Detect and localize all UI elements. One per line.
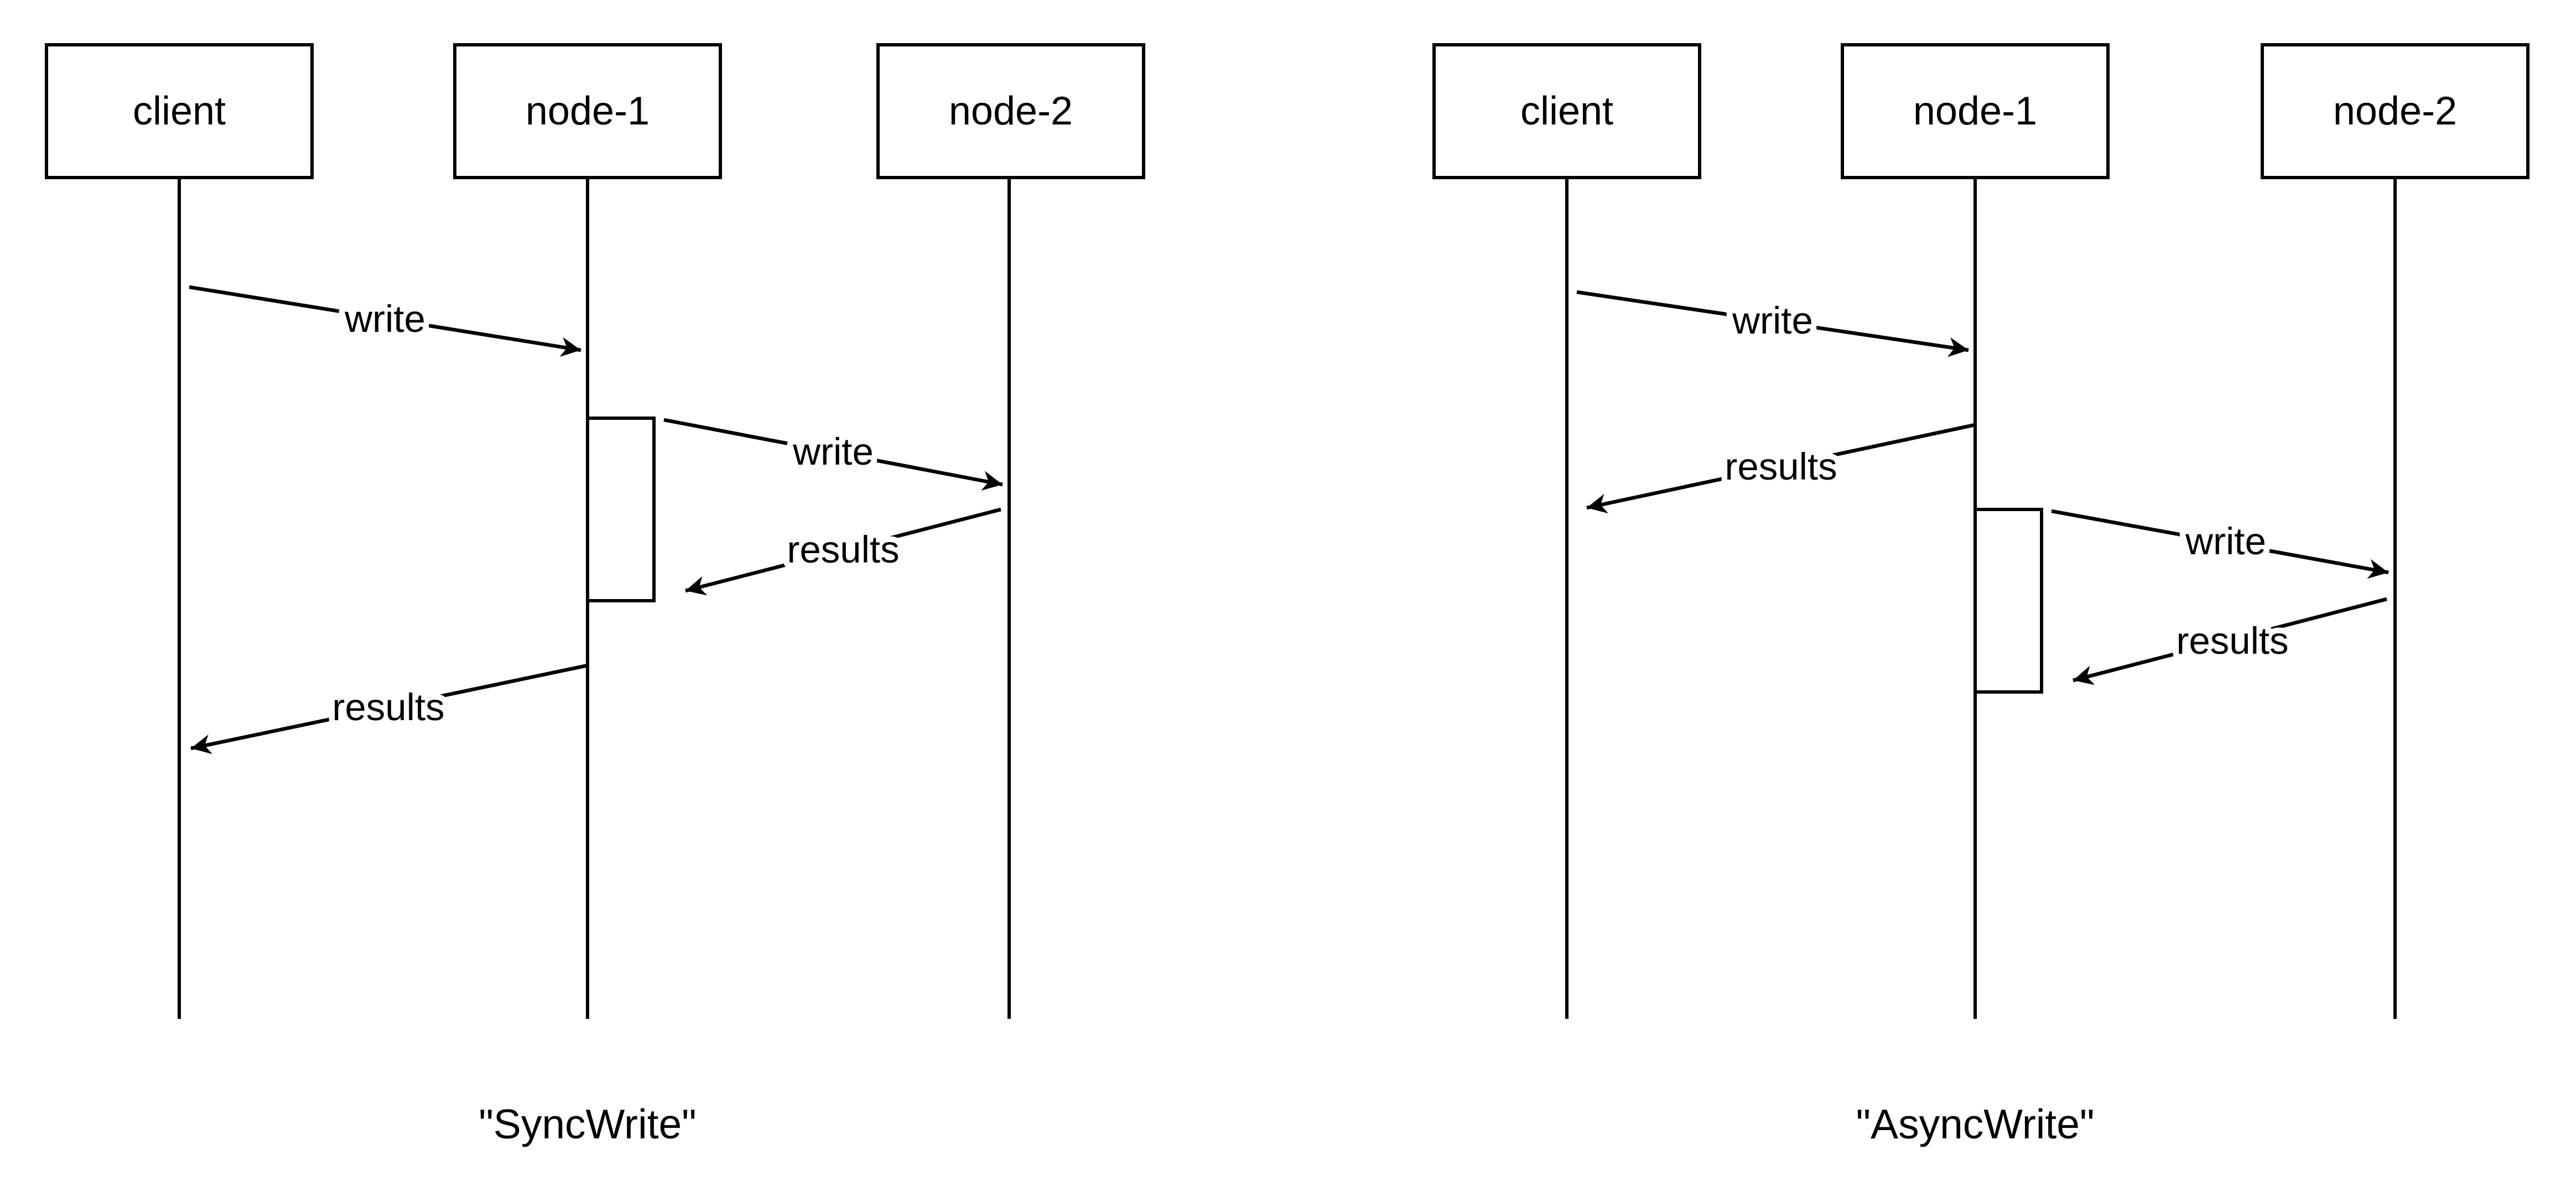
message-arrow-write-2 (663, 418, 1003, 491)
diagram-caption-syncwrite: "SyncWrite" (479, 1101, 697, 1147)
message-label: results (787, 528, 899, 571)
lifeline-head-node-2 (2261, 43, 2530, 179)
message-label: write (792, 430, 874, 473)
message-label: results (1725, 445, 1837, 488)
lifeline-head-node-2 (876, 43, 1145, 179)
message-label: write (1732, 299, 1813, 342)
lifeline-head-client (45, 43, 314, 179)
lifeline-label-client: client (1520, 89, 1613, 133)
diagram-asyncwrite: client node-1 node-2 write results write… (1432, 43, 2530, 1147)
message-label: write (344, 298, 425, 340)
message-label: write (2185, 520, 2266, 563)
message-arrow-write-2 (2051, 509, 2389, 579)
lifeline-head-node-1 (1841, 43, 2110, 179)
message-arrow-results-2 (190, 663, 588, 754)
message-label: results (332, 686, 444, 728)
message-arrow-results-1 (685, 507, 1001, 596)
activation-bar-node-1 (1975, 508, 2043, 694)
message-arrow-results-1 (1586, 423, 1976, 514)
diagram-syncwrite: client node-1 node-2 write write results… (45, 43, 1145, 1147)
lifeline-head-client (1432, 43, 1701, 179)
message-arrow-write-1 (189, 285, 581, 357)
message-label: results (2176, 620, 2288, 662)
lifeline-label-client: client (133, 89, 226, 133)
lifeline-label-node-2: node-2 (2333, 89, 2457, 133)
message-arrow-results-2 (2073, 597, 2387, 685)
diagram-caption-asyncwrite: "AsyncWrite" (1856, 1101, 2094, 1147)
lifeline-label-node-2: node-2 (949, 89, 1073, 133)
activation-bar-node-1 (588, 417, 656, 602)
lifeline-label-node-1: node-1 (1913, 89, 2037, 133)
message-arrow-write-1 (1576, 290, 1969, 357)
lifeline-head-node-1 (453, 43, 722, 179)
lifeline-label-node-1: node-1 (526, 89, 650, 133)
